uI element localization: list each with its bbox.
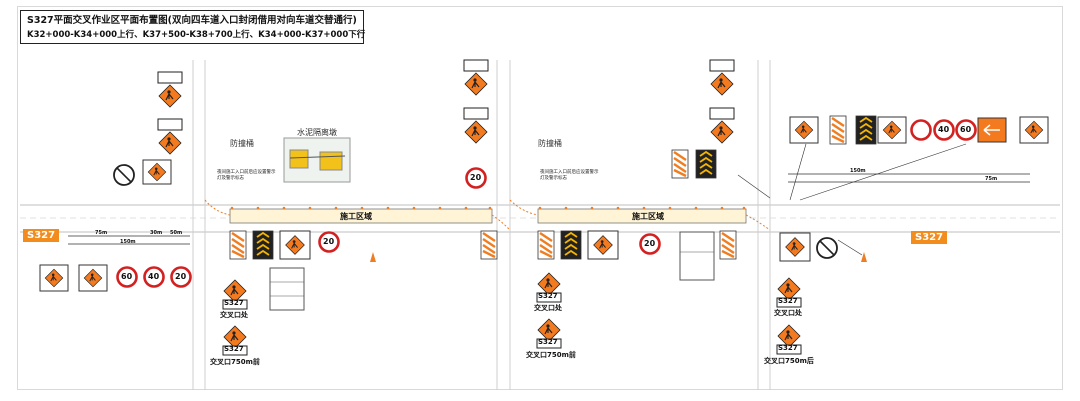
sign-crossing-3: 交叉口处	[774, 309, 802, 317]
sign-s327-6: S327	[778, 344, 798, 352]
distance-mark-5: 30m	[150, 230, 163, 236]
title-subtitle: K32+000-K34+000上行、K37+500-K38+700上行、K34+…	[27, 30, 366, 40]
worker-sign-bottom-5	[776, 277, 802, 308]
lane-shift-sign	[977, 117, 1007, 143]
distance-mark-4: 150m	[850, 168, 866, 174]
chevron-panel-2	[560, 230, 582, 260]
speed-limit-zone1-value: 20	[323, 237, 335, 246]
chevron-panel-right	[855, 115, 877, 145]
drawing-frame	[17, 6, 1063, 390]
sign-crossing-750-back: 交叉口750m后	[764, 357, 814, 365]
chevron-panel-3	[695, 149, 717, 179]
chevron-panel-1	[252, 230, 274, 260]
sign-crossing-750-mid: 交叉口750m前	[526, 351, 576, 359]
barrel-panel-right	[828, 114, 848, 146]
work-zone-2-label: 施工区域	[632, 212, 664, 221]
worker-sign-bottom-3	[536, 272, 562, 303]
speed-limit-right-3-value: 60	[960, 125, 972, 134]
work-zone-1-label: 施工区域	[340, 212, 372, 221]
work-zone-1	[229, 208, 493, 224]
worker-sign-right-top-2	[709, 107, 735, 144]
info-board-zone1	[269, 267, 305, 311]
barrel-row-2	[538, 206, 746, 210]
taper-1	[204, 199, 231, 216]
worker-sign-left-top-1	[157, 71, 183, 108]
route-tag-right: S327	[911, 231, 948, 244]
barrel-row-1	[230, 206, 492, 210]
info-board-zone2	[679, 231, 715, 281]
night-note-2: 夜间施工入口前后应设置警示灯及警示标志	[540, 170, 599, 181]
distance-mark-2: 150m	[120, 239, 136, 245]
worker-sign-bottom-4	[536, 318, 562, 349]
barrel-panel-mid	[479, 229, 499, 261]
taper-4	[745, 214, 771, 231]
worker-sign-left-top-2	[157, 118, 183, 155]
work-zone-2	[537, 208, 747, 224]
speed-limit-left-1-value: 60	[121, 272, 133, 281]
caption-barrel-1: 防撞桶	[230, 139, 254, 148]
title-main: S327平面交叉作业区平面布置图(双向四车道入口封闭借用对向车道交替通行)	[27, 15, 357, 26]
speed-limit-right-2-value: 40	[938, 125, 950, 134]
barrel-panel-4	[718, 229, 738, 261]
worker-sign-mid-top-2	[463, 107, 489, 144]
sign-crossing-1: 交叉口处	[220, 311, 248, 319]
speed-limit-mid-top-value: 20	[470, 173, 482, 182]
sign-crossing-2: 交叉口处	[534, 304, 562, 312]
cone-2	[861, 252, 867, 262]
route-tag-left: S327	[23, 229, 60, 242]
worker-sign-right-top-1	[709, 59, 735, 96]
sign-crossing-750-front: 交叉口750m前	[210, 358, 260, 366]
caption-barrel-2: 防撞桶	[538, 139, 562, 148]
worker-sign-bottom-1	[222, 279, 248, 310]
cone-1	[370, 252, 376, 262]
caption-concrete-barrier: 水泥隔离墩	[297, 128, 337, 137]
barrel-panel-2	[536, 229, 556, 261]
distance-mark-3: 75m	[985, 176, 998, 182]
sign-s327-4: S327	[538, 338, 558, 346]
sign-s327-3: S327	[538, 292, 558, 300]
sign-s327-1: S327	[224, 299, 244, 307]
no-overtake-sign-left	[113, 164, 135, 186]
speed-limit-left-2-value: 40	[148, 272, 160, 281]
sign-s327-5: S327	[778, 297, 798, 305]
title-block: S327平面交叉作业区平面布置图(双向四车道入口封闭借用对向车道交替通行) K3…	[20, 10, 366, 44]
barrel-panel-3	[670, 148, 690, 180]
worker-sign-bottom-2	[222, 325, 248, 356]
worker-sign-mid-top-1	[463, 59, 489, 96]
barrel-panel-1	[228, 229, 248, 261]
distance-mark-6: 50m	[170, 230, 183, 236]
distance-mark-1: 75m	[95, 230, 108, 236]
worker-sign-bottom-6	[776, 324, 802, 355]
no-overtake-sign-right	[816, 237, 838, 259]
speed-limit-zone2-value: 20	[644, 239, 656, 248]
night-note-1: 夜间施工入口前后应设置警示灯及警示标志	[217, 170, 276, 181]
sign-s327-2: S327	[224, 345, 244, 353]
taper-2	[509, 199, 539, 216]
speed-limit-left-3-value: 20	[175, 272, 187, 281]
speed-limit-right-1	[910, 119, 932, 141]
taper-3	[491, 214, 511, 231]
